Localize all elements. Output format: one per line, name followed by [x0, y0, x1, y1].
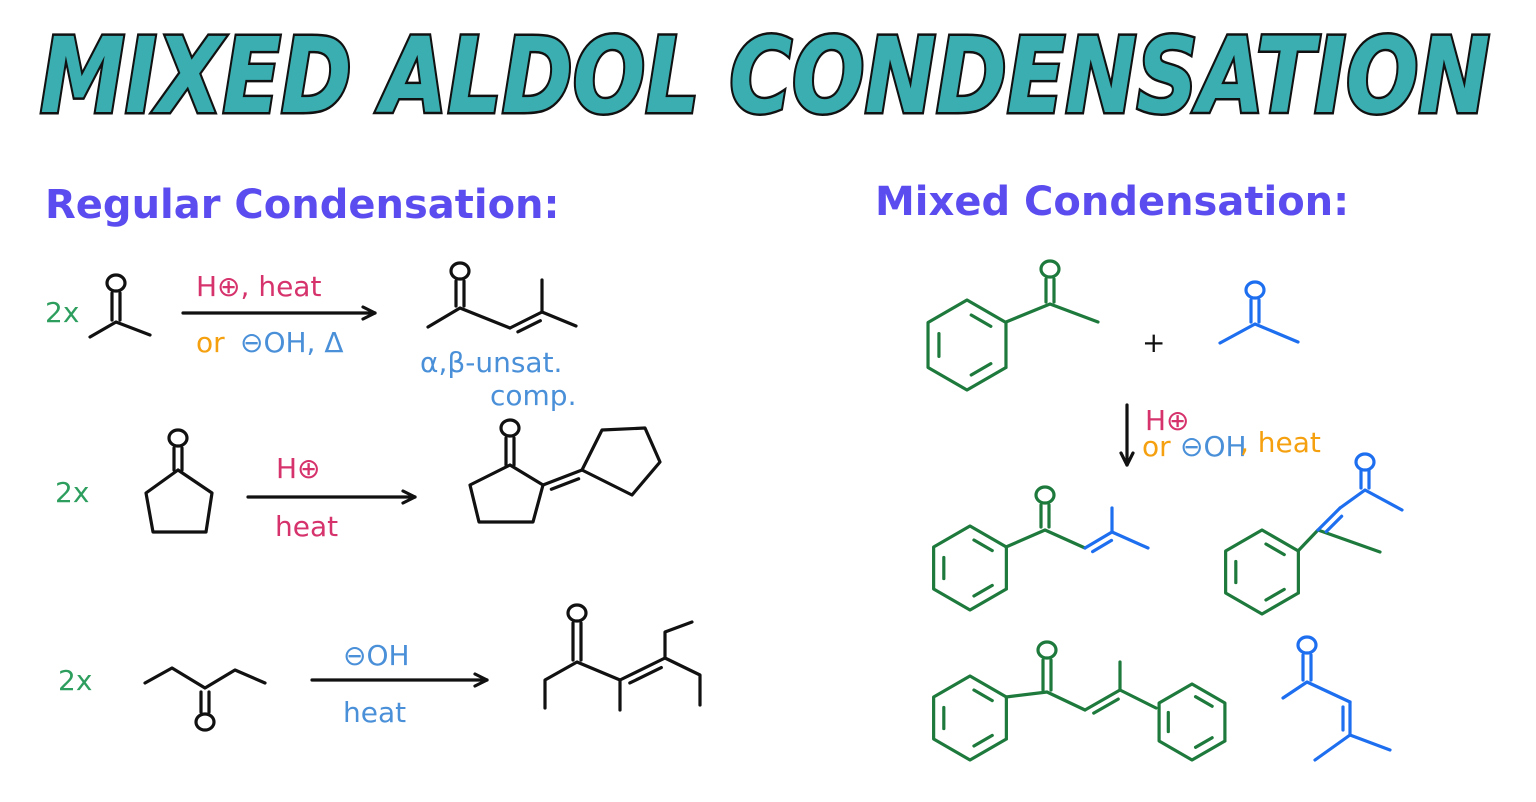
arrow-head — [473, 672, 489, 688]
double-bond — [1324, 514, 1344, 534]
double-bond — [1083, 530, 1114, 550]
mixed-product-1 — [932, 485, 1150, 612]
oxygen-atom — [194, 712, 216, 732]
mixed-condition-base: ⊖OH — [1180, 430, 1247, 463]
bond — [144, 468, 214, 534]
bond — [580, 426, 662, 497]
bond — [143, 666, 267, 690]
oxygen-atom — [1034, 485, 1056, 505]
bond — [543, 660, 622, 712]
aromatic-bond — [969, 313, 993, 328]
bond — [1296, 528, 1382, 554]
plus-sign: + — [1142, 326, 1165, 359]
bond — [1338, 488, 1404, 512]
aromatic-bond — [1264, 542, 1286, 557]
arrow-head — [401, 489, 417, 505]
aromatic-bond — [1264, 587, 1286, 602]
structures — [88, 259, 1404, 762]
aromatic-bond — [972, 688, 994, 703]
mixed-product-4 — [1281, 635, 1392, 762]
acetone-mixed-reactant — [1218, 280, 1300, 345]
oxygen-atom — [1296, 635, 1318, 655]
regular-heading: Regular Condensation: — [45, 182, 560, 228]
bond — [540, 278, 578, 328]
cyclopentanone-reactant — [144, 428, 214, 534]
double-bond — [508, 310, 544, 330]
condition-heat-2: heat — [275, 510, 338, 543]
arrow-head — [1119, 451, 1135, 467]
reaction-arrow-1 — [181, 305, 377, 321]
bond — [1004, 302, 1100, 324]
oxygen-atom — [1244, 280, 1266, 300]
bond — [1281, 680, 1352, 704]
double-bond — [1316, 506, 1342, 532]
bond — [468, 463, 545, 524]
double-bond — [549, 477, 581, 491]
oxygen-atom — [566, 603, 588, 623]
double-bond — [1092, 697, 1120, 715]
double-bond — [1083, 688, 1122, 712]
condition-heat-3: heat — [343, 696, 406, 729]
mixed-product-2 — [1224, 452, 1404, 616]
mixed-product-3 — [932, 640, 1227, 762]
bond — [1004, 528, 1087, 550]
aromatic-bond — [972, 733, 994, 748]
aromatic-bond — [972, 538, 994, 553]
bond — [426, 306, 512, 330]
pentanone-reactant — [143, 666, 267, 732]
mixed-condition-acid: H⊕ — [1145, 404, 1190, 437]
bond — [1313, 733, 1392, 762]
oxygen-atom — [449, 261, 471, 281]
mesityl-oxide-product — [426, 261, 578, 334]
oxygen-atom — [1039, 259, 1061, 279]
coefficient-2: 2x — [55, 476, 89, 509]
aromatic-bond — [1193, 695, 1214, 708]
double-bond — [1091, 538, 1114, 554]
mixed-condition-heat: , heat — [1240, 426, 1321, 459]
oxygen-atom — [499, 418, 521, 438]
double-bond — [541, 468, 584, 487]
mixed-reaction-arrow — [1119, 403, 1135, 467]
aromatic-bond — [969, 362, 993, 377]
arrow-head — [361, 305, 377, 321]
coefficient-1: 2x — [45, 296, 79, 329]
oxygen-atom — [1036, 640, 1058, 660]
oxygen-atom — [167, 428, 189, 448]
cyclopentylidene-cyclopentanone-product — [468, 418, 662, 524]
bond — [1118, 688, 1158, 710]
aromatic-bond — [972, 583, 994, 598]
mixed-heading: Mixed Condensation: — [875, 179, 1349, 225]
bond — [1218, 322, 1300, 345]
enone-product-3 — [543, 603, 702, 712]
oxygen-atom — [1354, 452, 1376, 472]
benzene-ring — [1157, 682, 1227, 762]
double-bond — [628, 665, 663, 685]
aromatic-bond — [1193, 736, 1214, 749]
reaction-arrow-2 — [246, 489, 417, 505]
double-bond — [618, 656, 667, 682]
reaction-arrow-3 — [310, 672, 489, 688]
oxygen-atom — [105, 273, 127, 293]
double-bond — [516, 319, 542, 334]
condition-acid-1: H⊕, heat — [196, 270, 321, 303]
product-note-1: α,β-unsat. — [420, 346, 562, 379]
bond — [1110, 530, 1150, 550]
page-title: MIXED ALDOL CONDENSATION — [40, 15, 1490, 137]
bond — [663, 620, 702, 707]
product-note-2: comp. — [490, 379, 576, 412]
condition-base-3: ⊖OH — [343, 639, 410, 672]
condition-base-1: ⊖OH, Δ — [240, 326, 344, 359]
bond — [88, 320, 152, 339]
coefficient-3: 2x — [58, 664, 92, 697]
mixed-condition-or: or — [1142, 430, 1171, 463]
condition-or-1: or — [196, 326, 225, 359]
condition-acid-2: H⊕ — [276, 452, 321, 485]
bond — [1004, 690, 1087, 712]
acetophenone-reactant — [926, 259, 1100, 392]
acetone-reactant — [88, 273, 152, 339]
